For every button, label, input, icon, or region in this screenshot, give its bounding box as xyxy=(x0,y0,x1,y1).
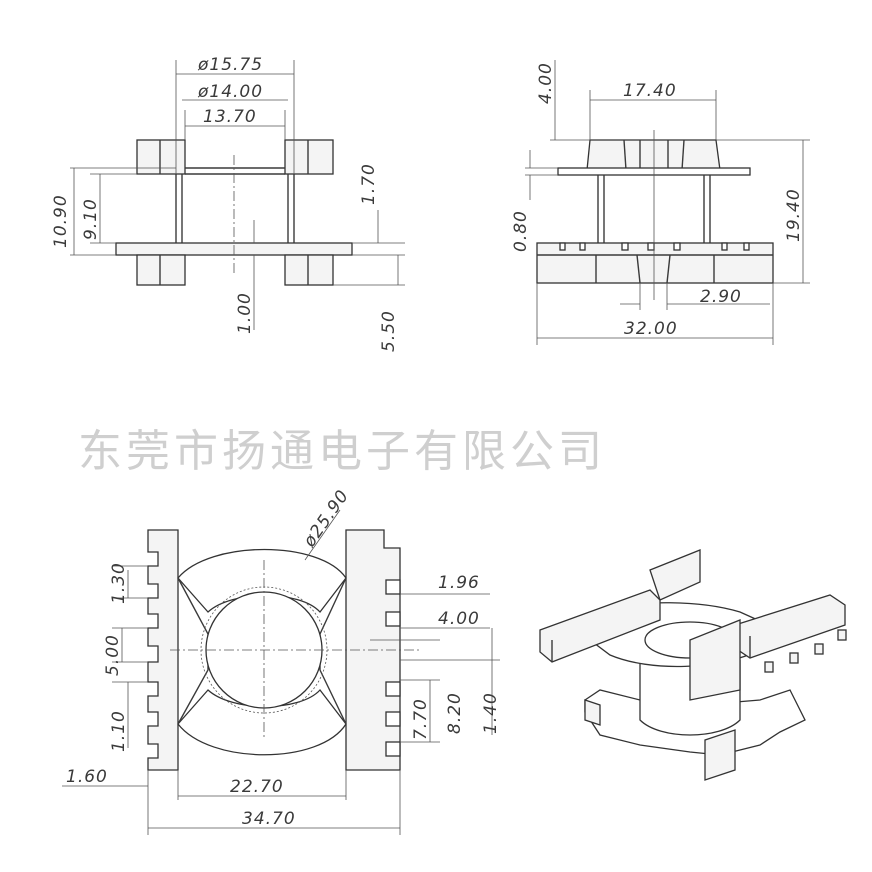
dim-22-70: 22.70 xyxy=(230,777,284,797)
lower-lobe xyxy=(177,688,347,756)
side-view xyxy=(525,60,810,345)
front-top-right-block xyxy=(284,139,334,175)
dim-19-40: 19.40 xyxy=(784,188,804,242)
iso-right-rail xyxy=(734,594,846,659)
dim-5-50: 5.50 xyxy=(379,310,399,352)
isometric-view xyxy=(539,549,847,781)
dim-17-40: 17.40 xyxy=(623,81,677,101)
dim-d25-90: ø25.90 xyxy=(299,486,353,552)
side-top-hood xyxy=(586,139,721,171)
dim-1-70: 1.70 xyxy=(359,163,379,205)
dim-9-10: 9.10 xyxy=(81,198,101,240)
dim-1-30: 1.30 xyxy=(109,562,129,604)
dim-13-70: 13.70 xyxy=(203,107,257,127)
front-left-foot xyxy=(136,254,186,286)
dim-5-00-left: 5.00 xyxy=(103,634,123,676)
front-view xyxy=(70,60,405,330)
front-right-foot xyxy=(284,254,334,286)
dim-2-90: 2.90 xyxy=(700,287,742,307)
dim-1-96: 1.96 xyxy=(438,573,480,593)
dim-4-00-right: 4.00 xyxy=(438,609,480,629)
dim-1-40: 1.40 xyxy=(481,692,501,734)
dim-1-00: 1.00 xyxy=(235,292,255,334)
dim-32-00: 32.00 xyxy=(624,319,678,339)
dim-7-70: 7.70 xyxy=(411,698,431,740)
dim-0-80: 0.80 xyxy=(511,210,531,252)
dim-1-60: 1.60 xyxy=(66,767,108,787)
bottom-view xyxy=(62,509,500,835)
dim-4-00-top: 4.00 xyxy=(536,62,556,104)
side-base xyxy=(536,242,774,284)
dim-1-10: 1.10 xyxy=(109,710,129,752)
dim-8-20: 8.20 xyxy=(445,692,465,734)
company-watermark: 东莞市扬通电子有限公司 xyxy=(78,426,606,477)
iso-left-rail xyxy=(539,589,661,663)
front-top-left-block xyxy=(136,139,186,175)
dim-d14-00: ø14.00 xyxy=(197,82,263,102)
dim-10-90: 10.90 xyxy=(51,194,71,248)
dim-d15-75: ø15.75 xyxy=(197,55,263,75)
dim-34-70: 34.70 xyxy=(242,809,296,829)
